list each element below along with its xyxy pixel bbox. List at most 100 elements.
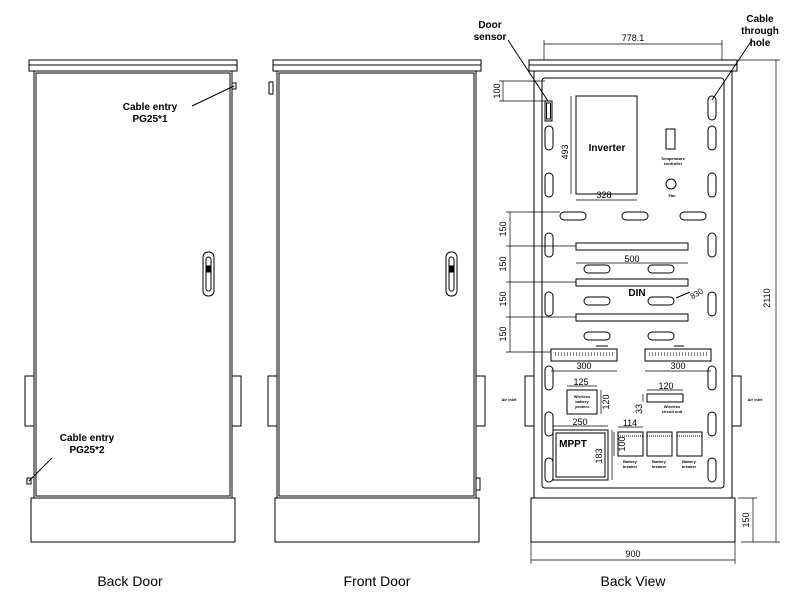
side-slot (707, 365, 717, 391)
side-slot (544, 457, 554, 483)
horizontal-slot (559, 211, 587, 221)
front-door-panel (278, 72, 475, 497)
dimension-labels: 778.1 2110 150 900 100 493 328 150 150 1… (492, 33, 772, 559)
right-box-label-2: circuit unit (662, 409, 683, 414)
front-door-caption: Front Door (344, 573, 411, 589)
back-view (507, 39, 753, 543)
cable-hole-label-3: hole (750, 38, 771, 49)
battery-breaker-2 (646, 431, 673, 457)
cable-entry-bottom-label: Cable entry (60, 433, 115, 444)
battery-breaker-1 (617, 431, 644, 457)
terminal-block-dots (554, 352, 708, 356)
front-door-vent-right (475, 375, 486, 427)
inverter (575, 95, 638, 195)
air-inlet-left-label: Air inlet (502, 397, 518, 402)
right-box-label-1: Wireless (664, 404, 681, 409)
cable-entry-top-label: Cable entry (123, 102, 178, 113)
front-door-handle[interactable] (445, 251, 458, 297)
horizontal-slot (621, 211, 649, 221)
dim-overall-height: 2110 (762, 288, 772, 307)
dim-inverter-height: 493 (560, 144, 570, 159)
front-door-view (267, 59, 486, 543)
inverter-label: Inverter (589, 143, 626, 154)
back-door-vent-left (24, 375, 35, 427)
horizontal-slot (647, 264, 675, 274)
battery-breaker-1-label-2: breaker (623, 464, 638, 469)
dim-breaker-height: 100 (617, 436, 627, 451)
component-labels: Door sensor Cable through hole Inverter … (474, 14, 779, 469)
battery-breaker-2-label-1: Battery (652, 459, 667, 464)
side-slot (544, 411, 554, 437)
dim-inverter-width: 328 (596, 190, 611, 200)
front-door-vent-left (267, 375, 278, 427)
side-slot (707, 232, 717, 258)
back-view-mounting-plate (541, 77, 725, 489)
temp-controller-label-1: Temperature (661, 156, 686, 161)
dim-rail-spacing-3: 150 (498, 291, 508, 306)
terminal-block-right (644, 348, 712, 362)
battery-breaker-3-label-2: breaker (682, 464, 697, 469)
din-label: DIN (628, 288, 645, 299)
left-box-label-1: Wireless (574, 394, 591, 399)
mppt (552, 429, 609, 481)
dim-mppt-height: 183 (594, 448, 604, 463)
door-sensor (544, 100, 553, 122)
dim-base-height: 150 (741, 512, 751, 527)
dim-rail-spacing-1: 150 (498, 221, 508, 236)
front-door-hinge-bottom (475, 477, 481, 491)
horizontal-slot (679, 211, 707, 221)
cable-entry-top-leader (191, 85, 235, 107)
dim-breaker-width: 114 (623, 418, 637, 428)
cable-entry-bottom-spec: PG25*2 (69, 445, 104, 456)
dim-fuse-width: 125 (573, 377, 588, 387)
dim-door-sensor-offset: 100 (492, 83, 502, 98)
front-door-hinge-top (268, 81, 274, 95)
door-sensor-label-1: Door (478, 20, 501, 31)
dim-right-box-height: 33 (634, 404, 644, 414)
side-slot (544, 125, 554, 151)
side-slot (544, 172, 554, 198)
dim-right-box-width: 120 (658, 381, 673, 391)
dim-din-offset: 830 (689, 286, 706, 301)
door-sensor-label-2: sensor (474, 32, 507, 43)
left-box-label-3: protect (575, 404, 589, 409)
left-box-label-2: battery (575, 399, 589, 404)
battery-breaker-1-label-1: Battery (623, 459, 638, 464)
wireless-battery-protect (566, 389, 598, 415)
side-slot (544, 232, 554, 258)
dim-terminal-right: 300 (670, 361, 685, 371)
back-door-base (30, 497, 236, 543)
horizontal-slot (583, 264, 611, 274)
side-slot (544, 365, 554, 391)
horizontal-slot (583, 331, 611, 341)
side-slot (707, 411, 717, 437)
side-slot (707, 125, 717, 151)
dim-din-length: 500 (624, 254, 639, 264)
dim-mppt-width: 250 (572, 417, 587, 427)
back-view-vent-left (524, 375, 535, 427)
wireless-circuit-unit (646, 393, 684, 403)
dim-rail-spacing-2: 150 (498, 256, 508, 271)
back-door-handle[interactable] (202, 251, 215, 297)
din-rail-3 (575, 313, 689, 322)
dim-rail-spacing-4: 150 (498, 326, 508, 341)
dim-overall-width: 778.1 (622, 33, 645, 43)
cable-hole-label-1: Cable (746, 14, 774, 25)
din-rail-2 (575, 278, 689, 287)
battery-breaker-2-label-2: breaker (652, 464, 667, 469)
dim-terminal-left: 300 (576, 361, 591, 371)
back-view-caption: Back View (600, 573, 666, 589)
back-door-vent-right (231, 375, 242, 427)
back-view-vent-right (731, 375, 742, 427)
fan-label: Fan (668, 193, 676, 198)
front-door-base (274, 497, 480, 543)
dim-base-width: 900 (625, 549, 640, 559)
back-door-panel (35, 72, 231, 497)
cable-entry-top-spec: PG25*1 (132, 114, 167, 125)
temperature-controller (665, 128, 676, 150)
cable-entry-top-gland (231, 82, 237, 90)
door-sensor-leader (507, 39, 549, 102)
horizontal-slot (647, 331, 675, 341)
cable-entry-bottom-gland (26, 477, 32, 485)
